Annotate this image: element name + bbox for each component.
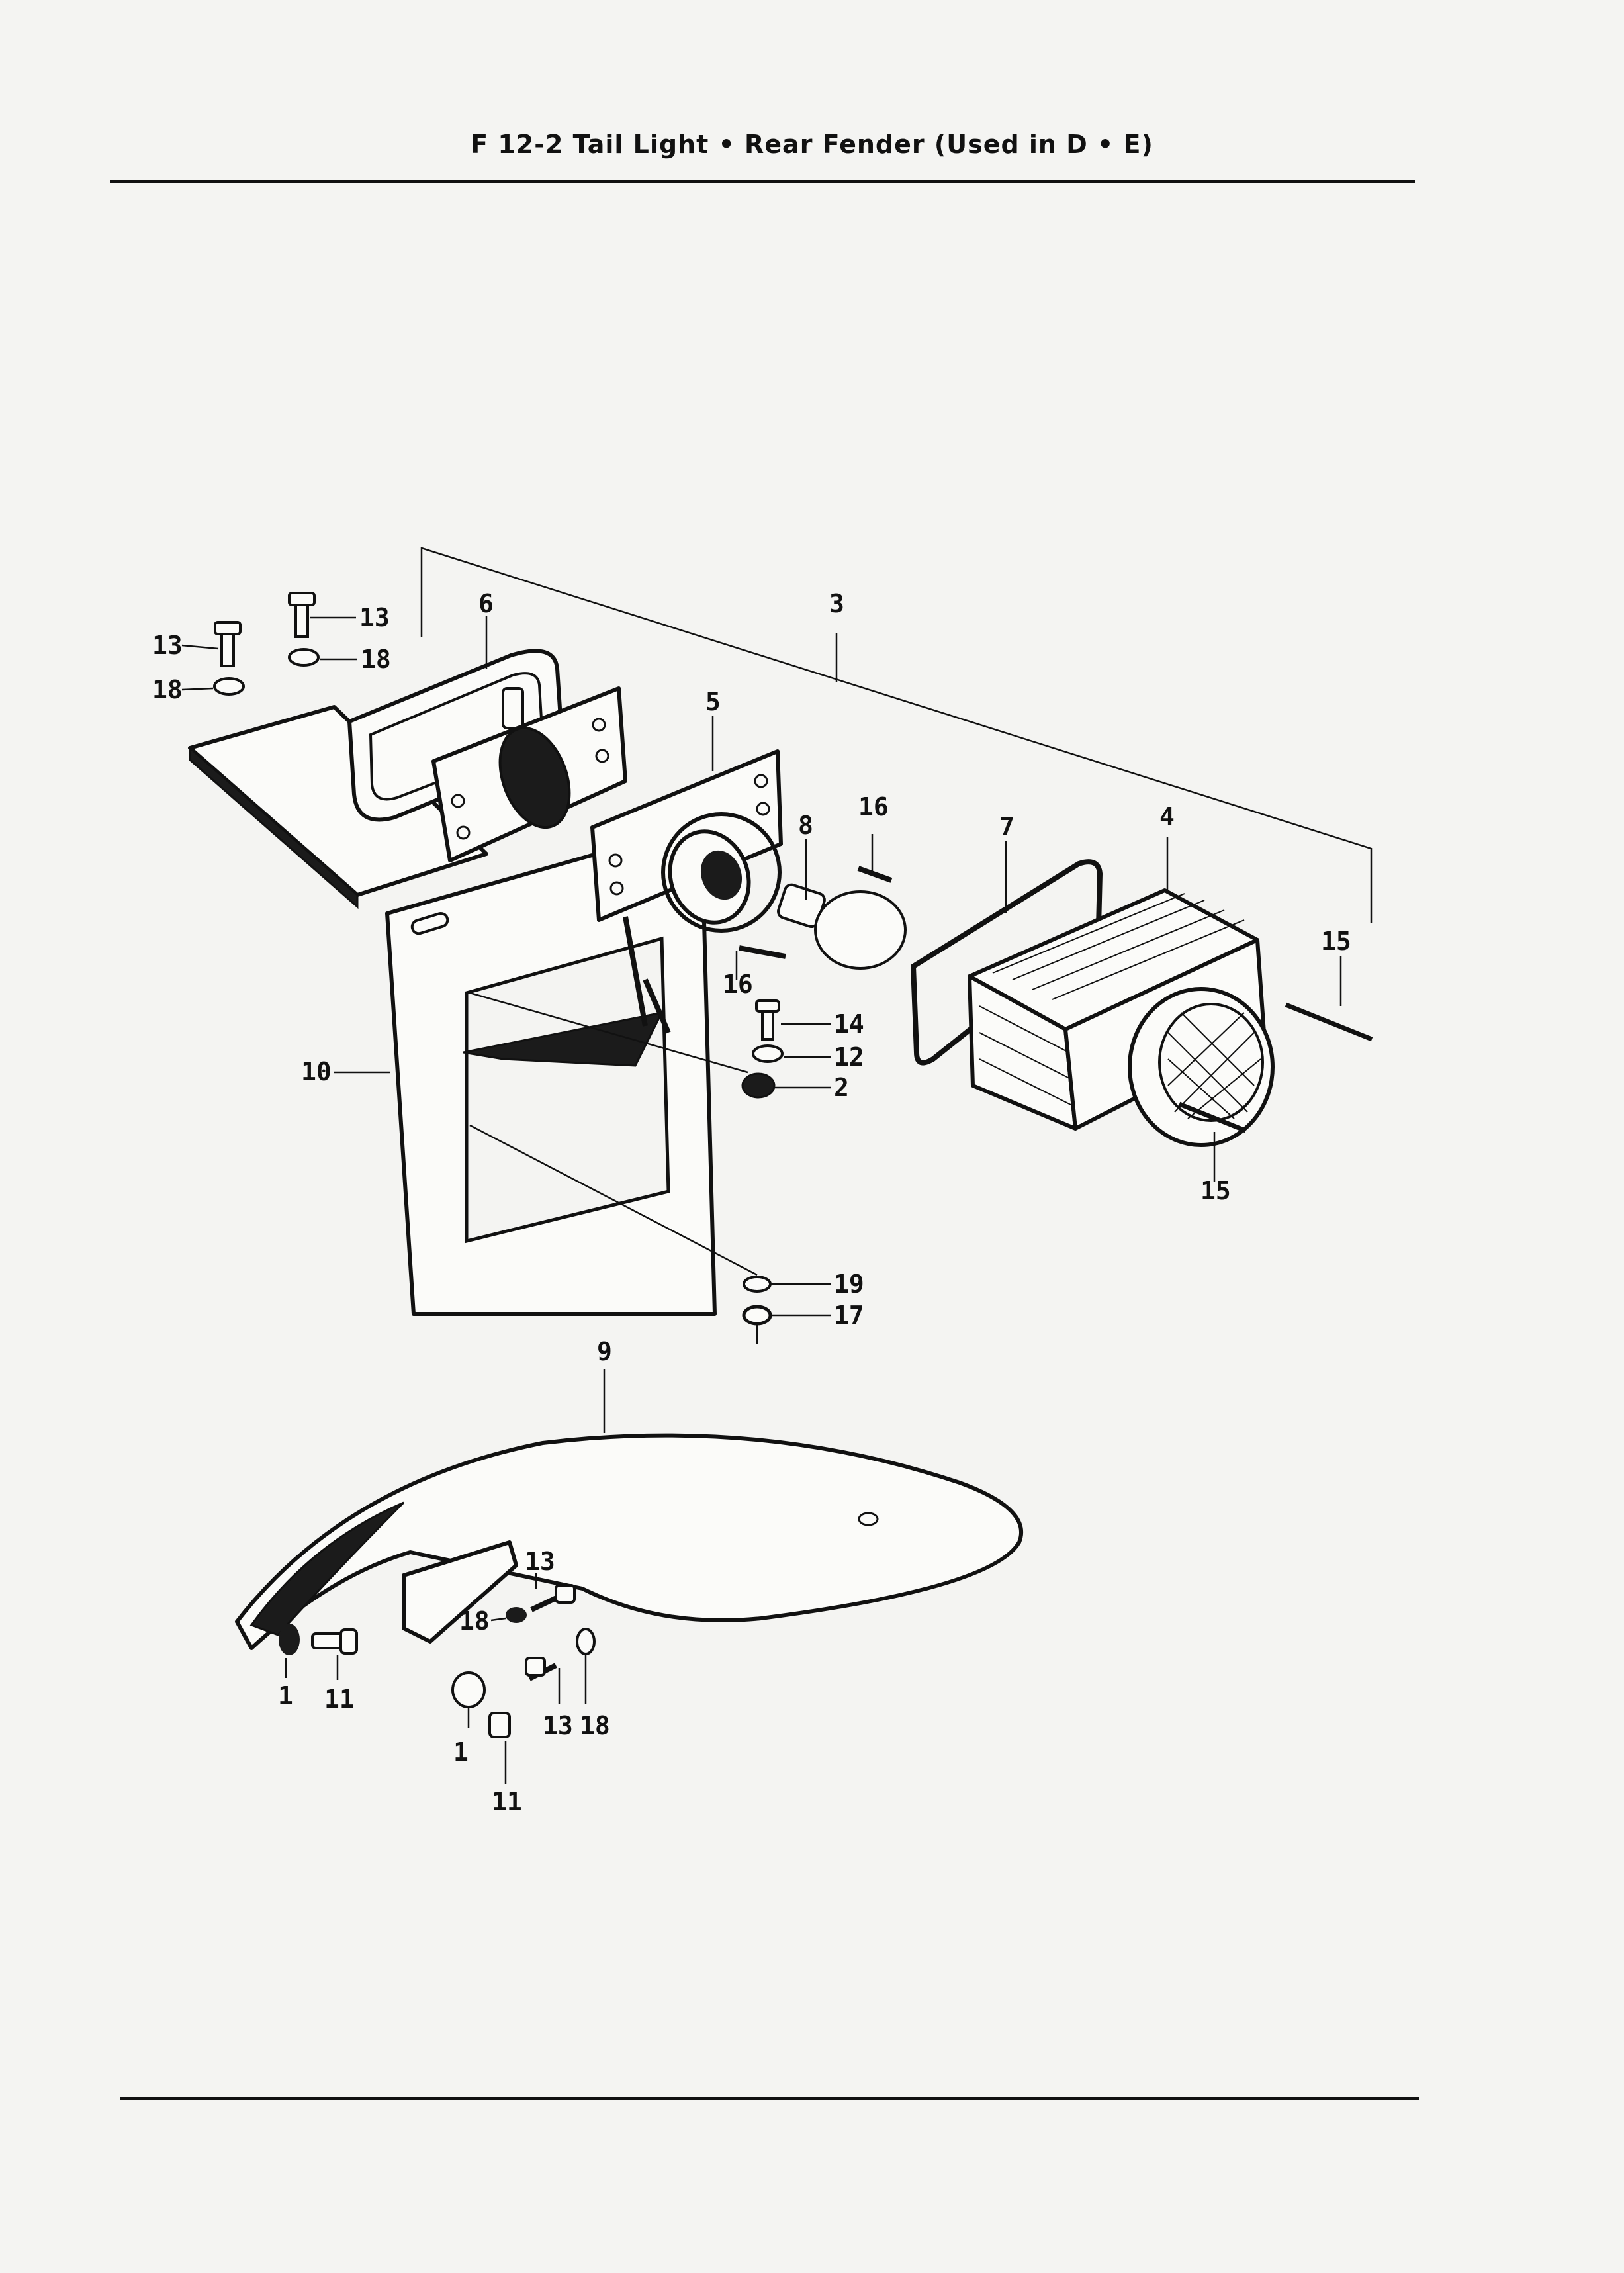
bulb-socket-plate — [590, 749, 783, 1034]
callout-13-fender: 13 — [525, 1547, 555, 1576]
callout-18-left: 18 — [152, 675, 183, 704]
callout-4: 4 — [1159, 802, 1175, 831]
bottom-divider — [120, 2097, 1419, 2100]
callout-18-bottom: 18 — [580, 1711, 610, 1740]
callout-1-bottom: 1 — [453, 1738, 469, 1767]
callout-15-bottom: 15 — [1200, 1176, 1231, 1205]
assembly-bracket-3 — [420, 547, 1373, 923]
callout-16-lower: 16 — [723, 970, 753, 999]
callout-8: 8 — [798, 811, 813, 840]
callout-11-left: 11 — [324, 1685, 355, 1714]
callout-2: 2 — [834, 1073, 849, 1102]
callout-10: 10 — [301, 1057, 332, 1086]
callout-13-bottom: 13 — [543, 1711, 573, 1740]
callout-18-top: 18 — [361, 645, 391, 674]
callout-16-upper: 16 — [858, 792, 889, 821]
callout-3: 3 — [829, 589, 844, 618]
rear-fender — [235, 1433, 1024, 1650]
mounting-plate — [431, 686, 627, 862]
callout-15-right: 15 — [1321, 927, 1351, 956]
callout-13-top: 13 — [359, 603, 390, 632]
fasteners — [213, 592, 1373, 1738]
page-title: F 12-2 Tail Light • Rear Fender (Used in… — [471, 130, 1153, 159]
tail-light-lens — [968, 888, 1275, 1147]
callout-18-fender: 18 — [459, 1606, 490, 1636]
callout-7: 7 — [999, 812, 1015, 841]
bulb — [777, 883, 907, 970]
callout-17: 17 — [834, 1301, 864, 1330]
callout-13-left: 13 — [152, 631, 183, 660]
callout-19: 19 — [834, 1270, 864, 1299]
leader-lines — [181, 616, 1342, 1784]
callout-6: 6 — [478, 589, 494, 618]
callout-labels: 13 18 13 18 6 3 5 16 8 7 4 15 16 14 12 2… — [152, 589, 1351, 1816]
license-plate-bracket — [188, 705, 717, 1316]
callout-9: 9 — [597, 1337, 612, 1366]
callout-11-bottom: 11 — [492, 1787, 522, 1816]
callout-14: 14 — [834, 1009, 864, 1039]
callout-12: 12 — [834, 1043, 864, 1072]
callout-5: 5 — [705, 687, 721, 716]
callout-1-left: 1 — [278, 1681, 293, 1710]
top-divider — [110, 180, 1415, 183]
